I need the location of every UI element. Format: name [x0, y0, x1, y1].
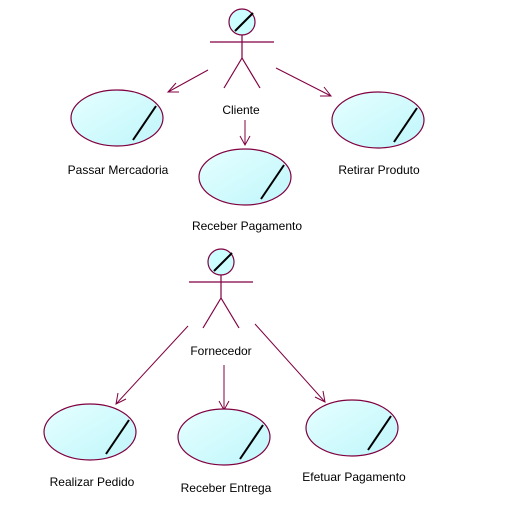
usecase-realizar-pedido[interactable]	[43, 403, 137, 461]
usecase-efetuar-pagamento[interactable]	[305, 399, 399, 457]
usecase-realizar-pedido-label: Realizar Pedido	[49, 475, 135, 489]
usecase-passar-mercadoria[interactable]	[70, 89, 164, 147]
actor-cliente-label: Cliente	[222, 103, 260, 117]
usecase-receber-entrega[interactable]	[177, 408, 271, 466]
assoc-fornecedor-efetuar	[254, 323, 326, 403]
actor-fornecedor[interactable]	[189, 248, 253, 329]
associations	[115, 67, 333, 412]
usecase-retirar-produto[interactable]	[331, 91, 425, 149]
actor-fornecedor-label: Fornecedor	[190, 344, 252, 358]
assoc-cliente-passar	[167, 69, 209, 93]
usecase-receber-pagamento[interactable]	[198, 148, 292, 206]
actor-cliente[interactable]	[210, 8, 274, 89]
usecase-receber-pagamento-label: Receber Pagamento	[191, 219, 303, 233]
usecase-receber-entrega-label: Receber Entrega	[180, 481, 272, 495]
assoc-fornecedor-realizar	[115, 325, 189, 405]
usecase-passar-mercadoria-label: Passar Mercadoria	[67, 163, 169, 177]
usecase-efetuar-pagamento-label: Efetuar Pagamento	[302, 470, 406, 484]
usecase-retirar-produto-label: Retirar Produto	[338, 163, 420, 177]
assoc-cliente-retirar	[275, 67, 332, 97]
